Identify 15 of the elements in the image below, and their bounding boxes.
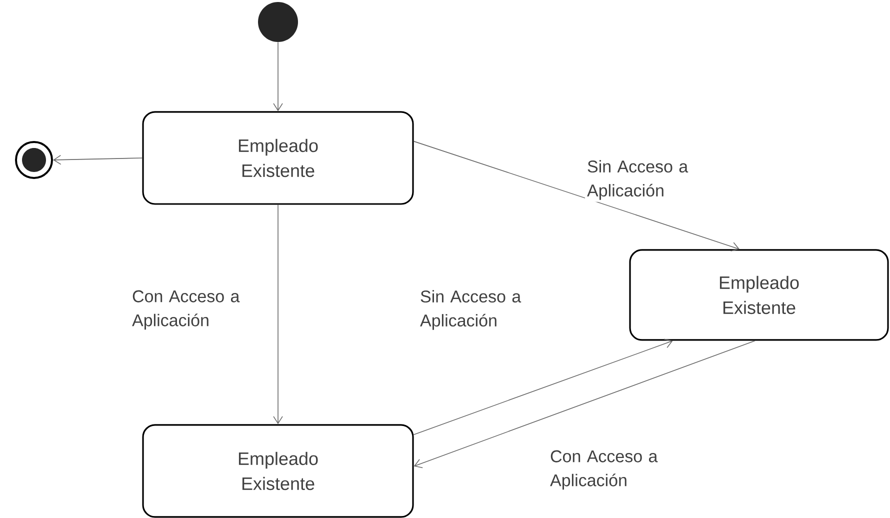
- state-box: Empleado Existente: [142, 424, 414, 518]
- edge-label: Con Acceso a Aplicación: [132, 290, 240, 330]
- state-box: Empleado Existente: [142, 111, 414, 205]
- arrow: [53, 154, 143, 165]
- edge-label: Sin Acceso a Aplicación: [587, 160, 688, 200]
- arrow: [413, 140, 740, 252]
- arrow: [414, 340, 756, 468]
- initial-state-dot: [258, 2, 298, 42]
- final-state-symbol: [15, 141, 53, 179]
- edge-label: Con Acceso a Aplicación: [550, 450, 658, 490]
- arrow: [273, 42, 283, 112]
- state-box: Empleado Existente: [629, 249, 889, 341]
- edge-label: Sin Acceso a Aplicación: [420, 290, 522, 330]
- arrow: [273, 204, 283, 424]
- arrow: [413, 338, 673, 435]
